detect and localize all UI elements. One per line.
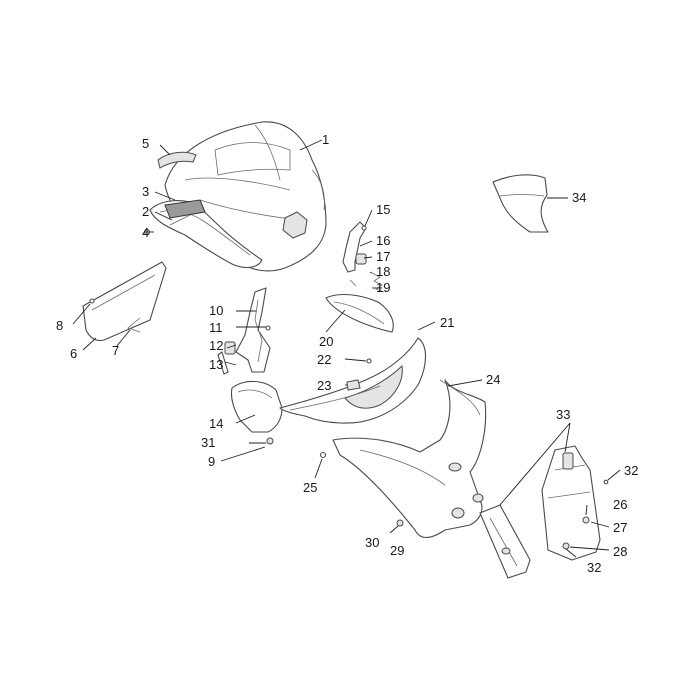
callout-28: 28 <box>613 544 627 559</box>
callout-14: 14 <box>209 416 223 431</box>
callout-26: 26 <box>613 497 627 512</box>
part-6-7-8-side-panel <box>82 261 167 342</box>
callout-3: 3 <box>142 184 149 199</box>
callout-9: 9 <box>208 454 215 469</box>
part-5-handle <box>157 151 197 169</box>
callout-1: 1 <box>322 132 329 147</box>
callout-24: 24 <box>486 372 500 387</box>
part-24-rear-mudguard <box>319 379 487 539</box>
callout-17: 17 <box>376 249 390 264</box>
callout-23: 23 <box>317 378 331 393</box>
leader-lines <box>72 139 621 558</box>
callout-25: 25 <box>303 480 317 495</box>
part-33-plate-bracket <box>479 504 531 579</box>
callout-18: 18 <box>376 264 390 279</box>
part-21-lower-fairing <box>279 337 427 424</box>
part-26-28-plate-holder <box>541 445 609 561</box>
callout-5: 5 <box>142 136 149 151</box>
callout-6: 6 <box>70 346 77 361</box>
callout-labels: 1 2 3 4 5 6 7 8 9 10 11 12 13 14 31 15 1… <box>56 132 638 575</box>
part-14-lower-cover <box>230 380 283 445</box>
part-22-23-clips <box>346 358 372 391</box>
callout-12: 12 <box>209 338 223 353</box>
callout-32-top: 32 <box>624 463 638 478</box>
part-2-3-inner-frame <box>149 199 263 269</box>
callout-2: 2 <box>142 204 149 219</box>
callout-8: 8 <box>56 318 63 333</box>
callout-13: 13 <box>209 357 223 372</box>
callout-32-bottom: 32 <box>587 560 601 575</box>
callout-27: 27 <box>613 520 627 535</box>
callout-10: 10 <box>209 303 223 318</box>
callout-20: 20 <box>319 334 333 349</box>
callout-30: 30 <box>365 535 379 550</box>
callout-11: 11 <box>209 320 223 335</box>
callout-4: 4 <box>142 225 149 240</box>
callout-7: 7 <box>112 343 119 358</box>
callout-31: 31 <box>201 435 215 450</box>
part-20-inner-fairing <box>325 293 394 333</box>
part-15-19-hinge-assembly <box>342 221 385 293</box>
callout-19: 19 <box>376 280 390 295</box>
callout-33: 33 <box>556 407 570 422</box>
callout-21: 21 <box>440 315 454 330</box>
callout-22: 22 <box>317 352 331 367</box>
part-10-13-bracket-assembly <box>217 287 271 375</box>
callout-15: 15 <box>376 202 390 217</box>
callout-16: 16 <box>376 233 390 248</box>
callout-29: 29 <box>390 543 404 558</box>
callout-34: 34 <box>572 190 586 205</box>
part-34-rear-cover <box>492 174 549 233</box>
